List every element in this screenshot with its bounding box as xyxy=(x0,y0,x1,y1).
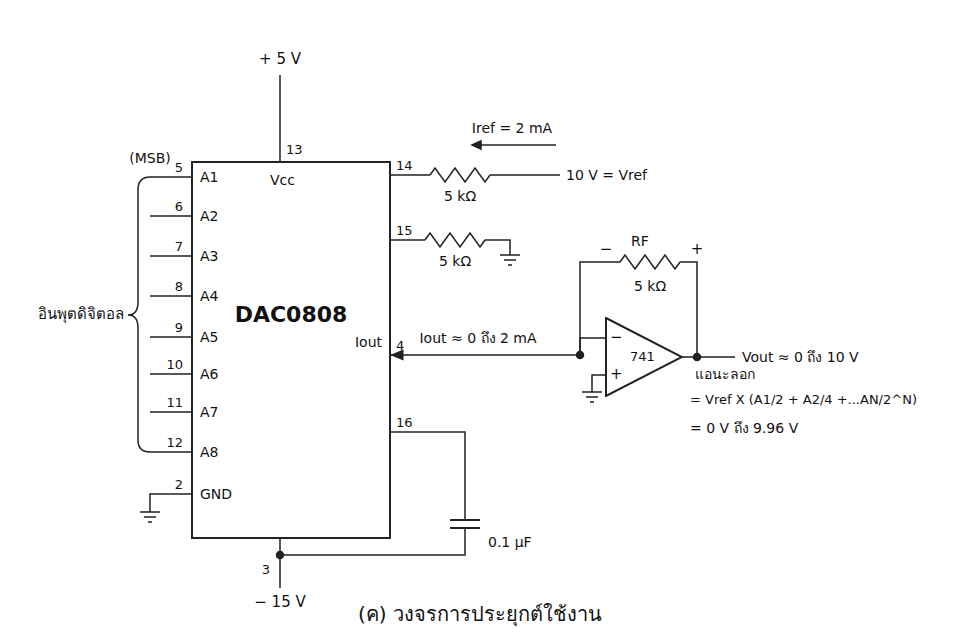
chip-name: DAC0808 xyxy=(235,302,348,327)
pin-name: A1 xyxy=(200,169,218,185)
circuit-label: อินพุตดิจิตอล xyxy=(38,306,124,323)
pin-number: 4 xyxy=(396,339,404,354)
junction-dot xyxy=(694,354,701,361)
pin-name: A7 xyxy=(200,404,218,420)
resistor-symbol xyxy=(430,168,490,182)
circuit-label: + xyxy=(691,241,704,258)
pin-number: 16 xyxy=(396,416,413,431)
pin-number: 6 xyxy=(175,200,183,215)
pin-number: 10 xyxy=(166,358,183,373)
resistor-symbol xyxy=(620,255,680,269)
opamp-label: + xyxy=(610,366,623,383)
pin-number: 14 xyxy=(396,159,413,174)
pin-name: Iout xyxy=(355,334,382,350)
circuit-label: 10 V = Vref xyxy=(566,167,647,183)
circuit-label: 5 kΩ xyxy=(444,188,476,204)
pin-wire xyxy=(279,75,281,162)
circuit-label: + 5 V xyxy=(259,51,301,68)
circuit-label: − xyxy=(600,241,613,258)
pin-wire xyxy=(580,262,735,357)
input-brace xyxy=(128,177,150,452)
ground-symbol xyxy=(582,392,602,402)
dac-box-outline xyxy=(192,162,390,538)
circuit-label: = Vref X (A1/2 + A2/4 +...AN/2^N) xyxy=(690,393,917,408)
figure-caption: (ค) วงจรการประยุกต์ใช้งาน xyxy=(358,603,602,626)
dac-box-outline xyxy=(192,162,390,538)
pin-wire xyxy=(390,174,560,176)
dac-chip: DAC0808 Vcc A1A2A3A4A5A6A7A8GND Iout xyxy=(192,162,390,538)
current-arrow xyxy=(472,141,481,149)
capacitor-symbol xyxy=(450,520,480,528)
pin-name: A8 xyxy=(200,444,218,460)
pin-number: 11 xyxy=(166,396,183,411)
circuit-label: (MSB) xyxy=(129,150,171,166)
pin-number: 15 xyxy=(396,224,413,239)
pin-number: 9 xyxy=(175,321,183,336)
opamp-label: 741 xyxy=(630,350,655,365)
pin-number: 13 xyxy=(286,143,303,158)
circuit-label: แอนะลอก xyxy=(695,366,755,382)
ground-symbol xyxy=(500,255,520,265)
circuit-label: Vout ≈ 0 ถึง 10 V xyxy=(742,349,859,365)
pin-name: Vcc xyxy=(270,172,295,188)
resistor-symbol xyxy=(425,168,680,269)
current-arrow xyxy=(472,141,556,149)
pin-name: A2 xyxy=(200,208,218,224)
input-brace xyxy=(128,177,150,452)
pin-name: A4 xyxy=(200,288,218,304)
junction-dot xyxy=(277,552,284,559)
opamp-outline xyxy=(606,318,682,396)
capacitor-symbol xyxy=(450,520,480,528)
current-arrow xyxy=(472,144,556,146)
ground-symbol xyxy=(140,512,160,522)
ground-symbol xyxy=(140,255,602,522)
pin-name: A5 xyxy=(200,329,218,345)
pin-wire xyxy=(150,75,735,588)
opamp-triangle: − +741 xyxy=(605,317,683,397)
pin-number: 7 xyxy=(175,240,183,255)
junction-dot xyxy=(277,352,701,559)
pin-name: A6 xyxy=(200,366,218,382)
pin-wire xyxy=(150,494,192,512)
circuit-label: 5 kΩ xyxy=(439,253,471,269)
pin-wire xyxy=(390,240,510,255)
pin-wire xyxy=(280,432,465,588)
pin-name: GND xyxy=(200,486,232,502)
pin-wire xyxy=(150,177,192,452)
pin-number: 3 xyxy=(262,563,270,578)
pin-name: A3 xyxy=(200,248,218,264)
opamp-label: − xyxy=(610,329,623,346)
circuit-label: = 0 V ถึง 9.96 V xyxy=(690,420,798,436)
circuit-label: 5 kΩ xyxy=(634,278,666,294)
pin-number: 2 xyxy=(175,478,183,493)
pin-number: 5 xyxy=(175,161,183,176)
circuit-label: Iout ≈ 0 ถึง 2 mA xyxy=(419,330,536,346)
pin-number: 8 xyxy=(175,280,183,295)
circuit-label: RF xyxy=(631,233,649,249)
resistor-symbol xyxy=(425,233,485,247)
circuit-label: − 15 V xyxy=(254,594,305,611)
pin-number: 12 xyxy=(166,436,183,451)
circuit-label: 0.1 μF xyxy=(488,534,532,550)
pin-wire xyxy=(592,375,605,392)
circuit-label: Iref = 2 mA xyxy=(472,120,552,136)
